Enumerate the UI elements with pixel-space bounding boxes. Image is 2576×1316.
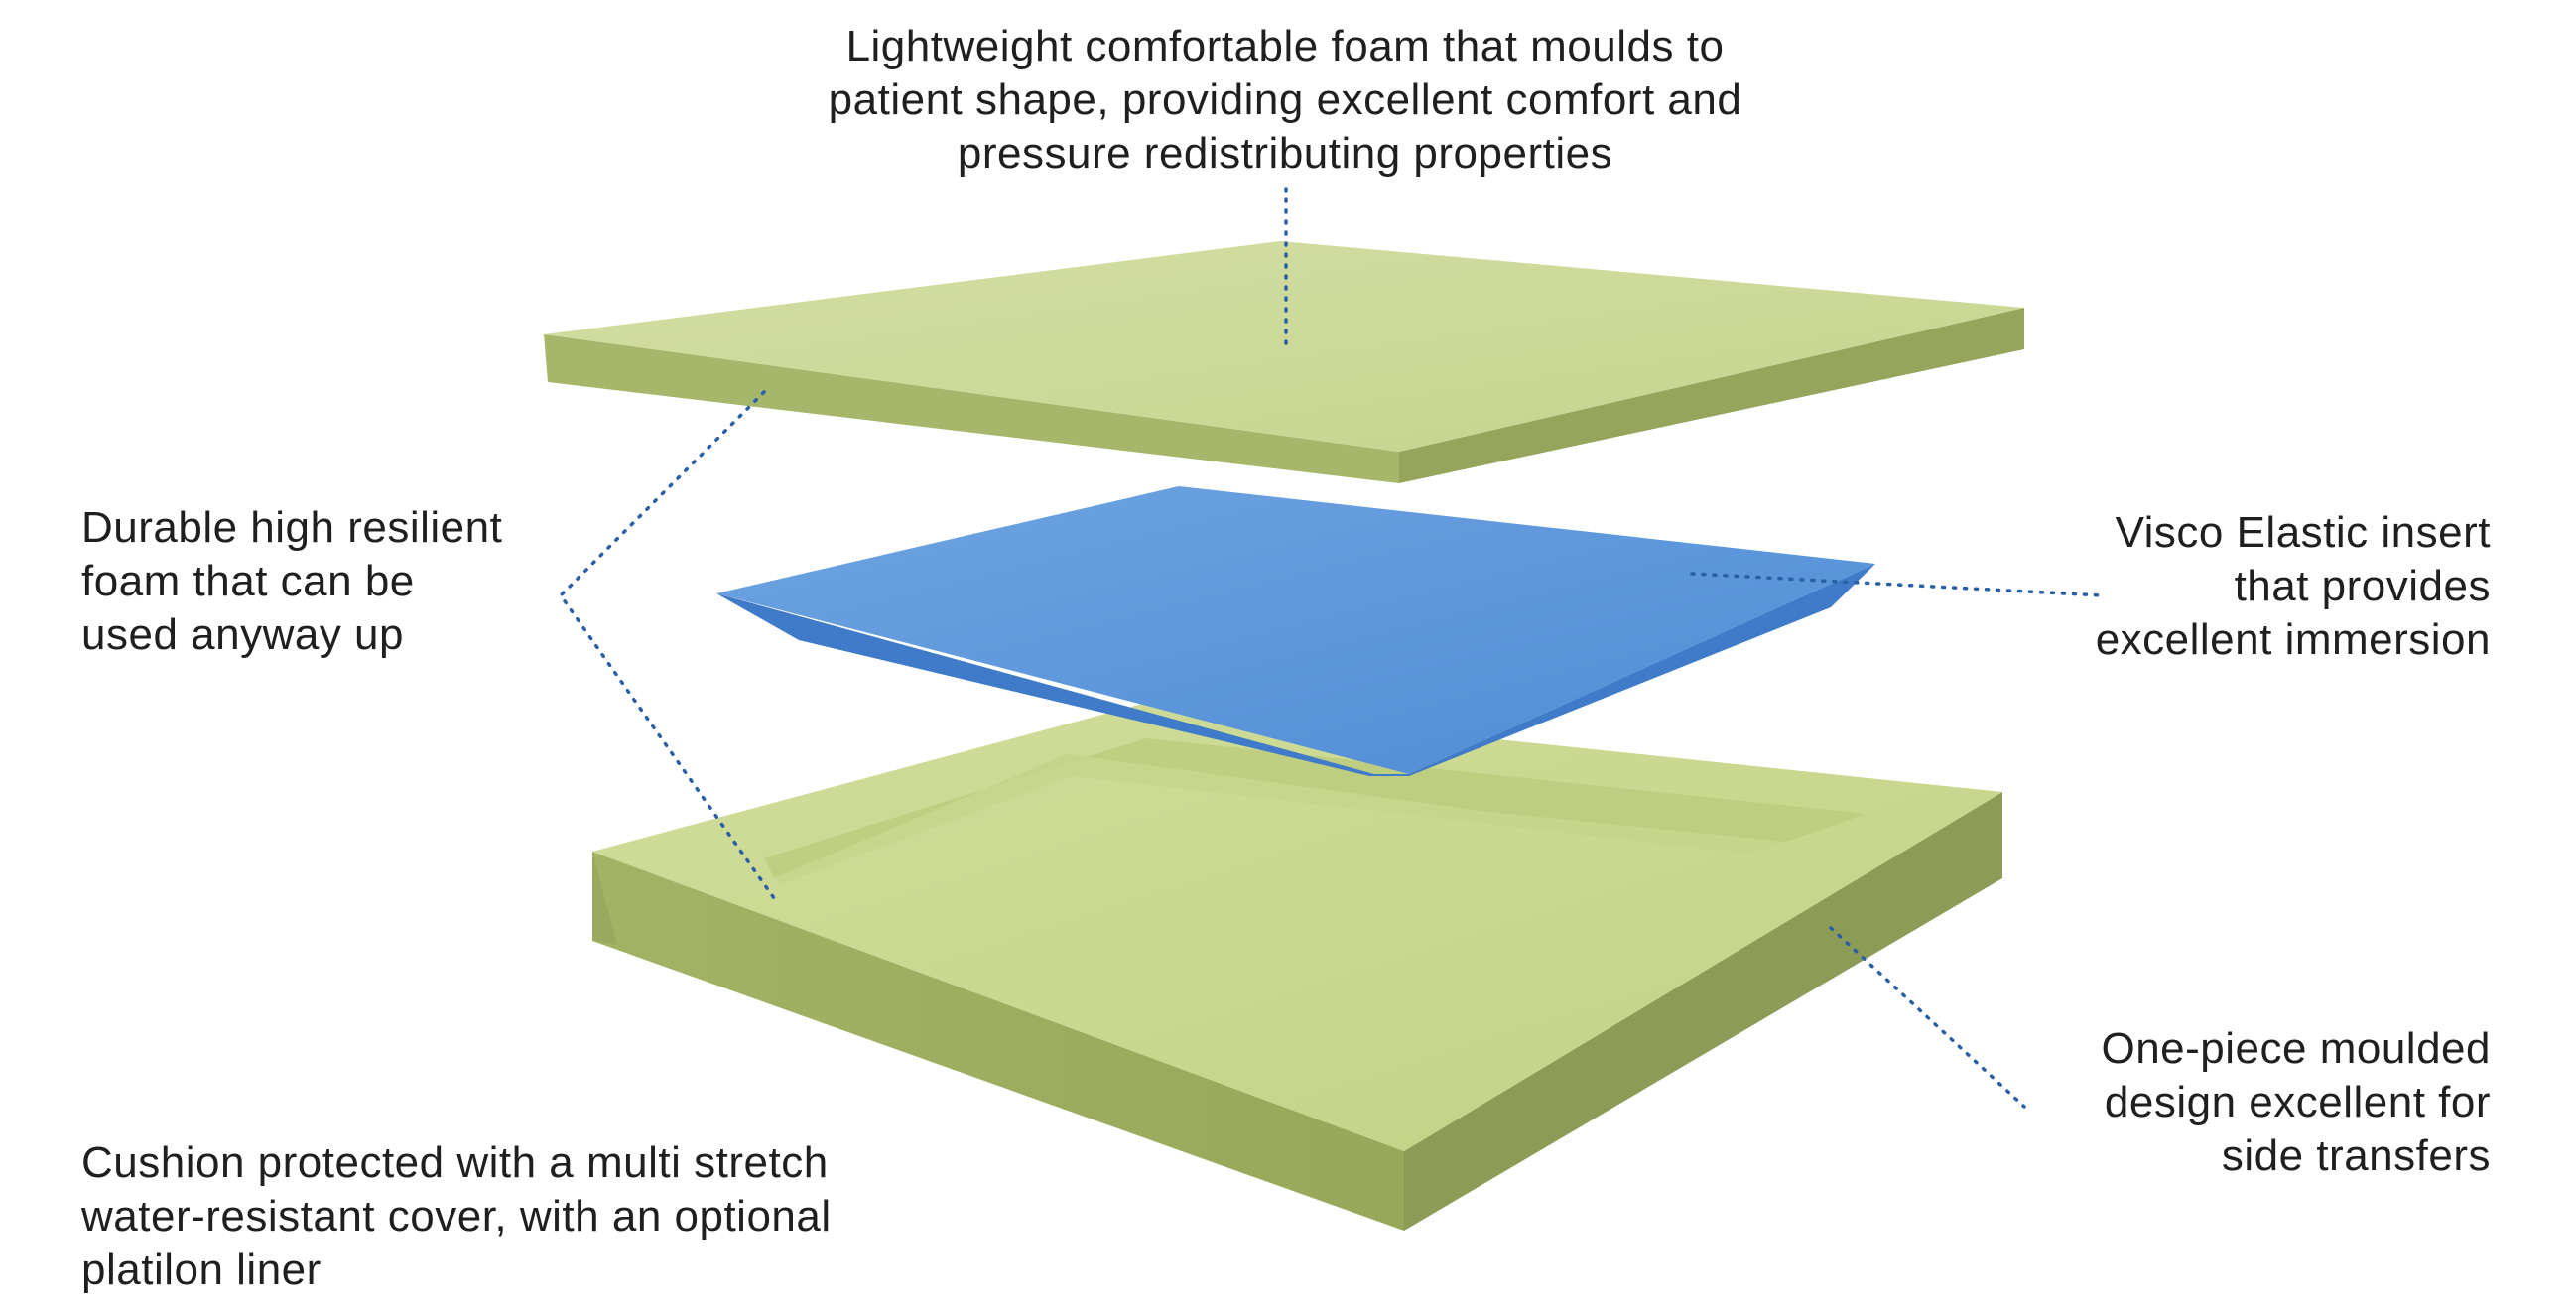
base-foam-front-face xyxy=(592,852,1404,1231)
label-resilient-foam-line-3: used anyway up xyxy=(81,610,404,659)
label-visco-insert-line-2: that provides xyxy=(2234,562,2491,610)
base-foam-recess xyxy=(764,738,1866,878)
label-visco-insert-line-3: excellent immersion xyxy=(2095,615,2491,664)
label-cover-line-1: Cushion protected with a multi stretch xyxy=(81,1138,829,1187)
top-foam-layer xyxy=(544,241,2024,483)
label-cover-line-2: water-resistant cover, with an optional xyxy=(81,1192,832,1241)
top-foam-top-face xyxy=(544,241,2024,452)
label-top-foam-line-3: pressure redistributing properties xyxy=(957,129,1613,178)
label-cover-line-3: platilon liner xyxy=(81,1246,322,1294)
label-one-piece-line-1: One-piece moulded xyxy=(2101,1024,2491,1073)
leader-lines xyxy=(558,187,2104,1109)
leader-resilient-foam xyxy=(558,390,776,900)
base-foam-layer xyxy=(592,703,2002,1231)
label-resilient-foam: Durable high resilient foam that can be … xyxy=(81,501,597,662)
label-top-foam-line-1: Lightweight comfortable foam that moulds… xyxy=(845,22,1725,70)
base-foam-left-face xyxy=(592,852,617,945)
label-one-piece: One-piece moulded design excellent for s… xyxy=(1975,1022,2491,1183)
label-cover: Cushion protected with a multi stretch w… xyxy=(81,1136,1034,1297)
leader-visco-insert xyxy=(1690,572,2104,597)
label-visco-insert: Visco Elastic insert that provides excel… xyxy=(1975,506,2491,667)
top-foam-front-face xyxy=(544,334,1399,483)
label-top-foam: Lightweight comfortable foam that moulds… xyxy=(695,20,1875,181)
leader-one-piece xyxy=(1829,926,2026,1109)
label-visco-insert-line-1: Visco Elastic insert xyxy=(2115,508,2491,557)
top-foam-right-face xyxy=(1399,308,2024,483)
base-foam-right-face xyxy=(1404,792,2002,1231)
label-resilient-foam-line-1: Durable high resilient xyxy=(81,503,503,552)
insert-top-face xyxy=(716,486,1875,774)
label-one-piece-line-3: side transfers xyxy=(2221,1131,2491,1180)
base-foam-recess-floor xyxy=(774,754,1786,883)
insert-bottom-edge xyxy=(716,564,1875,776)
label-one-piece-line-2: design excellent for xyxy=(2104,1078,2491,1126)
label-resilient-foam-line-2: foam that can be xyxy=(81,557,415,605)
visco-elastic-insert xyxy=(716,486,1875,776)
label-top-foam-line-2: patient shape, providing excellent comfo… xyxy=(828,75,1742,124)
